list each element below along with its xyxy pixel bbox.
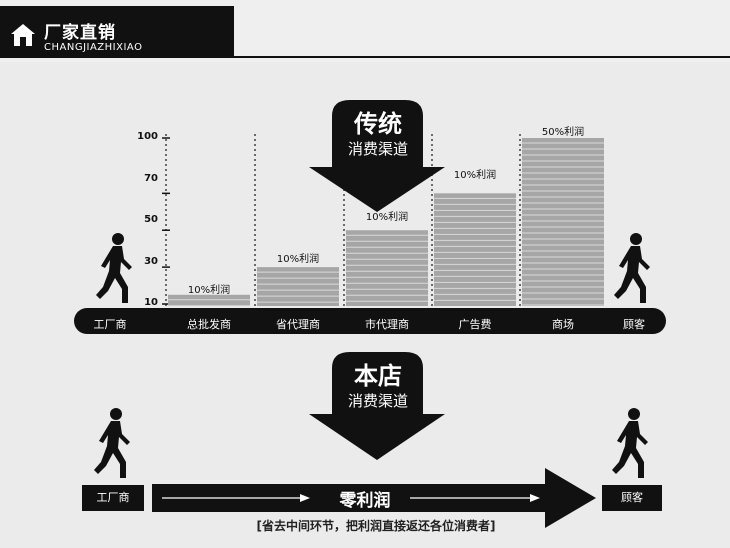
y-tick: 70 xyxy=(144,173,158,184)
header-divider xyxy=(234,56,730,58)
y-tick: 100 xyxy=(137,131,158,142)
header-bar: 厂家直销 CHANGJIAZHIXIAO xyxy=(0,0,730,62)
traditional-chart xyxy=(74,100,666,528)
bar xyxy=(168,294,250,307)
stage-label: 广告费 xyxy=(458,318,492,331)
header-subtitle: CHANGJIAZHIXIAO xyxy=(44,42,143,53)
direct-from-box: 工厂商 xyxy=(82,485,144,511)
stage-label: 顾客 xyxy=(623,318,645,331)
bar xyxy=(257,267,339,306)
stage-label: 工厂商 xyxy=(93,318,127,331)
bar-data-label: 10%利润 xyxy=(187,285,231,296)
customer-person-icon xyxy=(614,233,650,303)
bar-data-label: 10%利润 xyxy=(453,170,497,181)
traditional-arrow-subtitle: 消费渠道 xyxy=(347,140,408,158)
stage-label: 商场 xyxy=(552,318,574,331)
y-tick: 10 xyxy=(144,297,158,308)
house-icon xyxy=(11,24,35,46)
traditional-arrow-icon xyxy=(309,100,445,212)
bar-data-label: 10%利润 xyxy=(276,254,320,265)
direct-to-box: 顾客 xyxy=(602,485,662,511)
direct-arrow-icon xyxy=(309,352,445,460)
zero-profit-label: 零利润 xyxy=(339,491,391,511)
stage-label: 市代理商 xyxy=(365,318,409,331)
y-tick: 50 xyxy=(144,214,158,225)
bar xyxy=(346,230,428,306)
header-title-block: 厂家直销 CHANGJIAZHIXIAO xyxy=(0,6,234,58)
bar-data-label: 10%利润 xyxy=(365,212,409,223)
bar-data-label: 50%利润 xyxy=(541,127,585,138)
bar xyxy=(522,138,604,306)
direct-arrow-title: 本店 xyxy=(354,362,402,390)
y-tick: 30 xyxy=(144,256,158,267)
factory-person-icon xyxy=(94,408,130,478)
traditional-stage-track xyxy=(74,308,666,334)
header-title: 厂家直销 xyxy=(44,23,116,43)
customer-person-icon xyxy=(612,408,648,478)
direct-note: [省去中间环节，把利润直接返还各位消费者] xyxy=(256,519,496,533)
factory-person-icon xyxy=(96,233,132,303)
bar xyxy=(434,193,516,306)
stage-label: 省代理商 xyxy=(276,318,320,331)
direct-arrow-subtitle: 消费渠道 xyxy=(347,392,408,410)
zero-profit-arrow-icon xyxy=(152,468,596,528)
stage-label: 总批发商 xyxy=(187,318,231,331)
traditional-arrow-title: 传统 xyxy=(354,110,402,138)
